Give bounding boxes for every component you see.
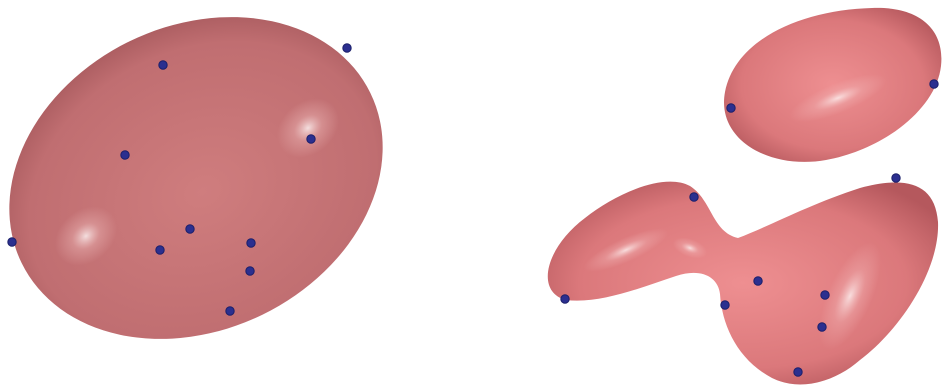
sample-point	[793, 367, 803, 377]
sample-point	[342, 43, 352, 53]
sample-point	[929, 79, 939, 89]
sample-point	[120, 150, 130, 160]
sample-point	[158, 60, 168, 70]
sample-point	[817, 322, 827, 332]
sample-point	[689, 192, 699, 202]
sample-point	[560, 294, 570, 304]
right-bottom-blob-surface	[547, 181, 939, 385]
sample-point	[726, 103, 736, 113]
sample-point	[7, 237, 17, 247]
left-highlight-upper	[277, 98, 339, 158]
sample-point	[185, 224, 195, 234]
right-bottom-highlight-right	[819, 242, 881, 350]
sample-point	[246, 238, 256, 248]
right-top-highlight	[789, 74, 887, 122]
left-sample-points	[7, 43, 352, 316]
sample-point	[891, 173, 901, 183]
right-panel	[547, 7, 942, 385]
sample-point	[720, 300, 730, 310]
sample-point	[306, 134, 316, 144]
sample-point	[245, 266, 255, 276]
right-bottom-highlight-left	[583, 228, 669, 272]
right-sample-points	[560, 79, 939, 377]
sample-point	[753, 276, 763, 286]
sample-point	[225, 306, 235, 316]
sample-point	[155, 245, 165, 255]
left-highlight-lower	[55, 206, 117, 266]
left-ellipsoid-surface	[9, 17, 383, 339]
left-panel	[7, 17, 383, 339]
right-bottom-highlight-center	[672, 237, 708, 259]
sample-point	[820, 290, 830, 300]
